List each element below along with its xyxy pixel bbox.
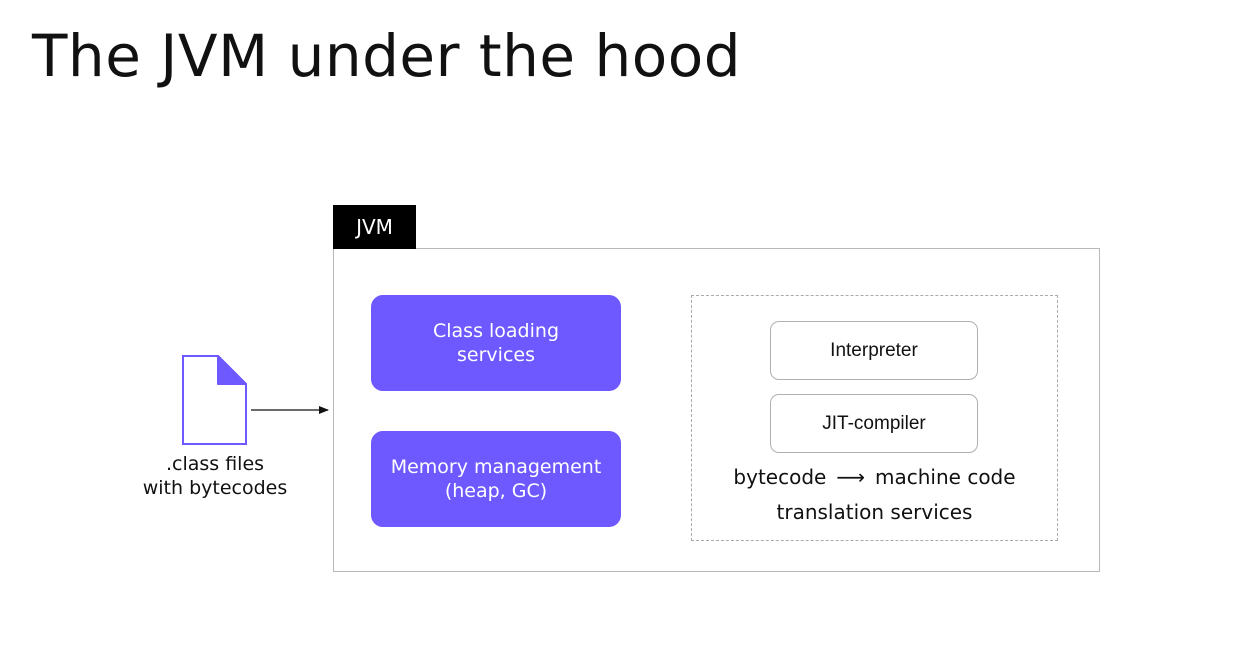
memory-line1: Memory management: [390, 456, 602, 478]
translation-services-label: translation services: [776, 500, 973, 524]
class-loading-line2: services: [457, 344, 535, 366]
translation-services-box: [691, 295, 1058, 541]
jvm-tab: JVM: [333, 205, 416, 249]
file-label: .class files with bytecodes: [130, 452, 300, 500]
file-icon: [182, 355, 247, 445]
class-loading-line1: Class loading: [432, 320, 559, 342]
right-arrow-icon: ⟶: [836, 465, 866, 489]
memory-management-box: Memory management (heap, GC): [371, 431, 621, 527]
jit-compiler-box: JIT-compiler: [770, 394, 978, 453]
file-label-line1: .class files: [165, 453, 265, 475]
bytecode-to-machine-code: bytecode ⟶ machine code: [692, 465, 1057, 489]
bytecode-label: bytecode: [733, 465, 827, 489]
page-title: The JVM under the hood: [32, 22, 742, 90]
file-label-line2: with bytecodes: [142, 477, 288, 499]
interpreter-box: Interpreter: [770, 321, 978, 380]
memory-line2: (heap, GC): [444, 480, 548, 502]
class-loading-box: Class loading services: [371, 295, 621, 391]
machine-code-label: machine code: [875, 465, 1016, 489]
